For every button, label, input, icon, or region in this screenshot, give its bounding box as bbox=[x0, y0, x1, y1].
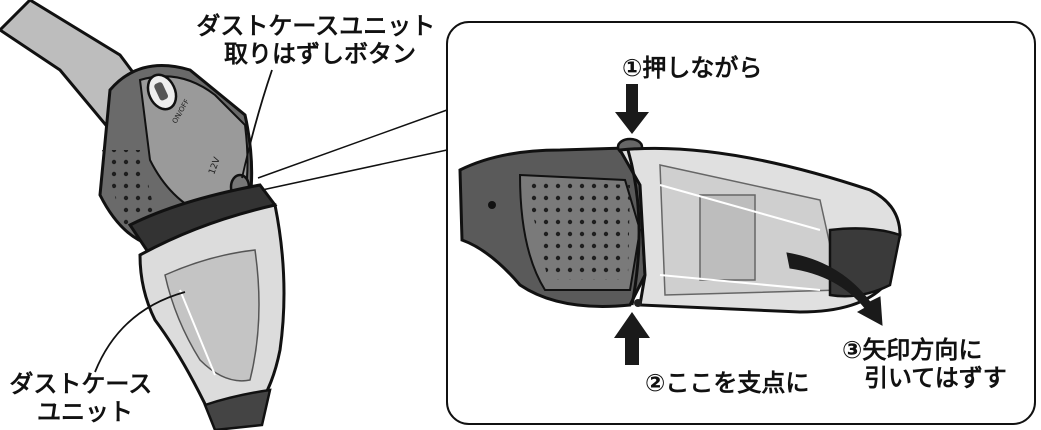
pivot-point bbox=[634, 299, 642, 307]
push-down-arrow bbox=[615, 84, 649, 134]
zoom-line-2 bbox=[261, 149, 448, 191]
release-button-label-line1: ダストケースユニット bbox=[196, 12, 435, 40]
dust-case-cap bbox=[203, 388, 272, 430]
rotate-arrow bbox=[786, 252, 883, 326]
detail-vent bbox=[525, 180, 630, 280]
dust-case-highlight bbox=[179, 289, 216, 376]
leader-dust bbox=[94, 291, 186, 373]
vacuum-overview: ON/OFF 12V bbox=[0, 0, 286, 430]
filter-block bbox=[699, 194, 756, 281]
case-highlight-1 bbox=[659, 184, 821, 231]
dust-case-label-line2: ユニット bbox=[37, 398, 133, 426]
zoom-line-1 bbox=[257, 109, 448, 179]
dust-case-label: ダストケース ユニット bbox=[9, 370, 160, 426]
case-highlight-2 bbox=[659, 274, 821, 291]
release-button-label: ダストケースユニット 取りはずしボタン bbox=[196, 12, 443, 68]
vent-grille bbox=[102, 150, 158, 232]
dust-case-label-line1: ダストケース bbox=[9, 370, 152, 398]
step2-label: ②ここを支点に bbox=[645, 369, 809, 397]
leader-release bbox=[241, 69, 273, 179]
step3-label: ③矢印方向に 引いてはずす bbox=[842, 336, 1007, 392]
step3-label-line1: ③矢印方向に bbox=[842, 336, 982, 364]
step1-label: ①押しながら bbox=[622, 54, 762, 82]
dust-case-inner bbox=[164, 249, 260, 382]
release-button-label-line2: 取りはずしボタン bbox=[224, 40, 416, 68]
power-switch-slot bbox=[154, 82, 169, 101]
push-up-arrow bbox=[614, 312, 650, 365]
screw-hole bbox=[488, 201, 496, 209]
parting-line bbox=[626, 149, 641, 306]
step3-label-line2: 引いてはずす bbox=[864, 364, 1007, 392]
top-panel bbox=[138, 75, 249, 217]
